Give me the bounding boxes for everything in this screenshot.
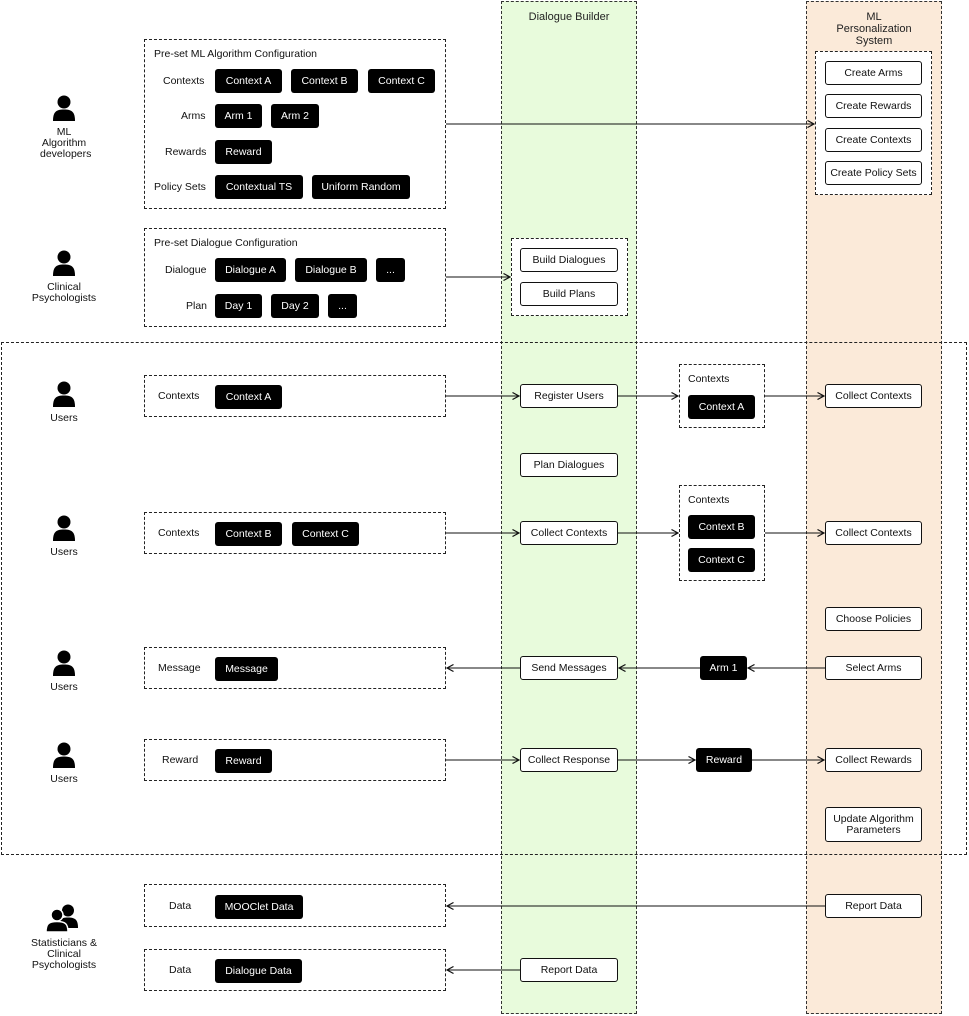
person-icon xyxy=(53,650,75,676)
dialogue-data-panel: Data Dialogue Data xyxy=(144,949,446,991)
user-contexts-panel: Contexts Context A xyxy=(144,375,446,417)
data-label: Data xyxy=(169,900,192,912)
register-users-step: Register Users xyxy=(520,384,618,408)
arms-label: Arms xyxy=(181,110,206,122)
send-messages-step: Send Messages xyxy=(520,656,618,680)
actor-label: Users xyxy=(50,773,78,785)
dialogue-config-title: Pre-set Dialogue Configuration xyxy=(154,237,298,249)
dialogue-builder-lane: Dialogue Builder xyxy=(501,1,637,1014)
runtime-region xyxy=(1,342,967,855)
arm-chip: Arm 1 xyxy=(700,656,747,680)
arm-chip: Arm 1 xyxy=(215,104,262,128)
context-chip: Context C xyxy=(688,548,755,572)
actor-users: Users xyxy=(28,742,100,785)
dialogue-label: Dialogue xyxy=(165,264,207,276)
actor-users: Users xyxy=(28,381,100,424)
context-chip: Context A xyxy=(688,395,755,419)
actor-statisticians: Statisticians & Clinical Psychologists xyxy=(20,904,108,971)
dialogue-chip: Dialogue A xyxy=(215,258,286,282)
context-chip: Context A xyxy=(215,69,282,93)
context-chip: Context A xyxy=(215,385,282,409)
policy-chip: Uniform Random xyxy=(312,175,410,199)
plan-label: Plan xyxy=(186,300,208,312)
collect-rewards-step: Collect Rewards xyxy=(825,748,922,772)
contexts-label: Contexts xyxy=(163,75,205,87)
actor-label: ML Algorithm developers xyxy=(40,126,92,160)
update-parameters-step: Update Algorithm Parameters xyxy=(825,807,922,842)
person-icon xyxy=(53,515,75,541)
actor-users: Users xyxy=(28,650,100,693)
plan-chip: Day 2 xyxy=(271,294,319,318)
user-reward-panel: Reward Reward xyxy=(144,739,446,781)
dialogue-config-panel: Pre-set Dialogue Configuration Dialogue … xyxy=(144,228,446,327)
reward-chip: Reward xyxy=(696,748,752,772)
report-data-step: Report Data xyxy=(825,894,922,918)
actor-users: Users xyxy=(28,515,100,558)
collect-response-step: Collect Response xyxy=(520,748,618,772)
contexts-label: Contexts xyxy=(158,527,200,539)
choose-policies-step: Choose Policies xyxy=(825,607,922,631)
plan-dialogues-step: Plan Dialogues xyxy=(520,453,618,477)
person-icon xyxy=(53,742,75,768)
create-rewards-step: Create Rewards xyxy=(825,94,922,118)
actor-label: Users xyxy=(50,681,78,693)
dialogue-chip: ... xyxy=(376,258,405,282)
collect-contexts-step: Collect Contexts xyxy=(520,521,618,545)
person-icon xyxy=(53,381,75,407)
people-group-icon xyxy=(45,904,78,932)
rewards-label: Rewards xyxy=(165,146,207,158)
actor-label: Users xyxy=(50,412,78,424)
person-icon xyxy=(53,250,75,276)
build-plans-step: Build Plans xyxy=(520,282,618,306)
actor-label: Users xyxy=(50,546,78,558)
collect-contexts-step: Collect Contexts xyxy=(825,521,922,545)
create-policy-sets-step: Create Policy Sets xyxy=(825,161,922,185)
context-transfer-box: Contexts Context B Context C xyxy=(679,485,765,581)
report-data-step: Report Data xyxy=(520,958,618,982)
plan-chip: ... xyxy=(328,294,357,318)
select-arms-step: Select Arms xyxy=(825,656,922,680)
mooclet-data-panel: Data MOOClet Data xyxy=(144,884,446,927)
reward-label: Reward xyxy=(162,754,199,766)
actor-ml-developers: ML Algorithm developers xyxy=(28,95,100,160)
dialogue-builder-title: Dialogue Builder xyxy=(528,11,610,23)
actor-label: Statisticians & Clinical Psychologists xyxy=(31,937,97,971)
data-label: Data xyxy=(169,964,192,976)
context-chip: Context B xyxy=(688,515,755,539)
reward-chip: Reward xyxy=(215,140,272,164)
user-contexts-panel: Contexts Context B Context C xyxy=(144,512,446,554)
mooclet-data-chip: MOOClet Data xyxy=(215,895,303,919)
contexts-label: Contexts xyxy=(158,390,200,402)
ml-personalization-title: ML Personalization System xyxy=(836,11,912,47)
context-chip: Context B xyxy=(291,69,358,93)
create-contexts-step: Create Contexts xyxy=(825,128,922,152)
policy-sets-label: Policy Sets xyxy=(154,181,206,193)
person-icon xyxy=(53,95,75,121)
context-chip: Context B xyxy=(215,522,282,546)
message-label: Message xyxy=(158,662,201,674)
plan-chip: Day 1 xyxy=(215,294,262,318)
policy-chip: Contextual TS xyxy=(215,175,303,199)
contexts-label: Contexts xyxy=(688,373,730,385)
collect-contexts-step: Collect Contexts xyxy=(825,384,922,408)
ml-config-panel: Pre-set ML Algorithm Configuration Conte… xyxy=(144,39,446,209)
message-chip: Message xyxy=(215,657,278,681)
contexts-label: Contexts xyxy=(688,494,730,506)
actor-clinical-psychologists: Clinical Psychologists xyxy=(22,250,106,304)
context-chip: Context C xyxy=(292,522,359,546)
arm-chip: Arm 2 xyxy=(271,104,319,128)
create-arms-step: Create Arms xyxy=(825,61,922,85)
ml-config-title: Pre-set ML Algorithm Configuration xyxy=(154,48,318,60)
build-dialogues-step: Build Dialogues xyxy=(520,248,618,272)
dialogue-data-chip: Dialogue Data xyxy=(215,959,302,983)
user-message-panel: Message Message xyxy=(144,647,446,689)
actor-label: Clinical Psychologists xyxy=(31,281,97,304)
reward-chip: Reward xyxy=(215,749,272,773)
dialogue-chip: Dialogue B xyxy=(295,258,367,282)
context-chip: Context C xyxy=(368,69,435,93)
context-transfer-box: Contexts Context A xyxy=(679,364,765,428)
